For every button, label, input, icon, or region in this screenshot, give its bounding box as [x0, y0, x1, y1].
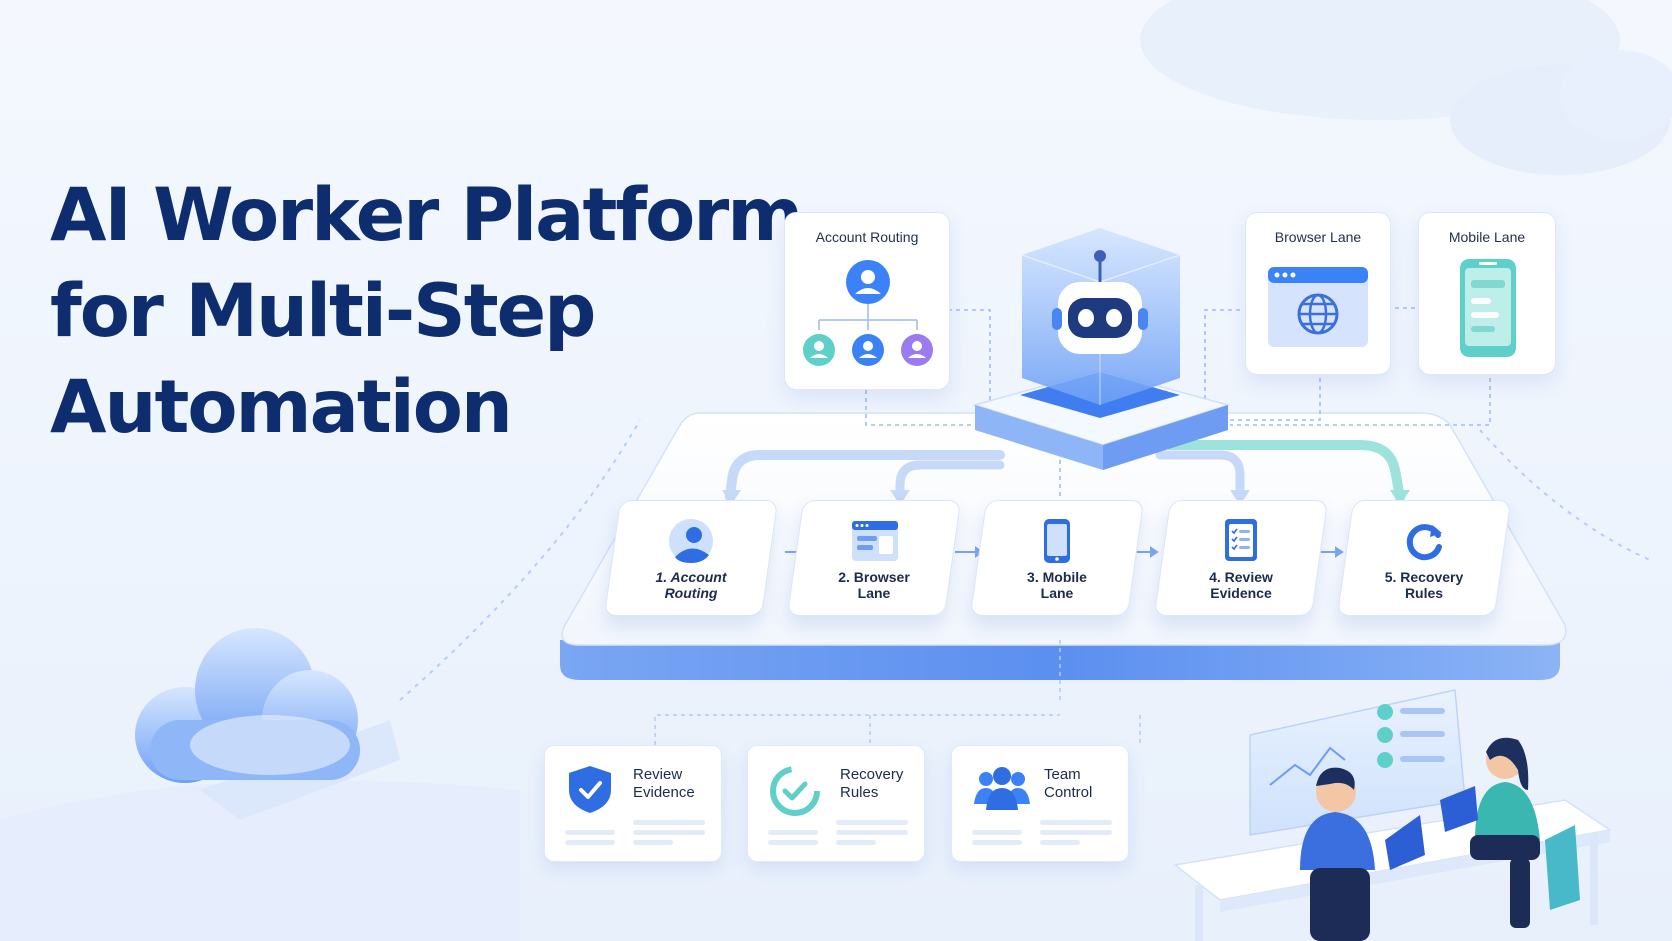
feature-label-review-evidence: Review Evidence [633, 766, 695, 801]
account-routing-card-title: Account Routing [815, 229, 919, 245]
org-chart-icon [803, 260, 933, 366]
step-card-mobile-lane: 3. Mobile Lane [969, 500, 1145, 616]
cloud-illustration [135, 628, 400, 820]
hero-title-line-1: AI Worker Platform [50, 173, 803, 258]
feature-label-team-control: Team Control [1044, 766, 1093, 801]
feature-card-review-evidence: Review Evidence [544, 745, 722, 862]
step-label-review-evidence: 4. Review Evidence [1209, 569, 1273, 601]
placeholder-lines [565, 820, 705, 845]
placeholder-lines [972, 820, 1112, 845]
shield-check-icon [569, 766, 611, 813]
step-label-account-routing: 1. Account Routing [655, 569, 727, 601]
team-icon [974, 767, 1030, 810]
browser-window-icon [852, 521, 898, 561]
feature-card-recovery-rules: Recovery Rules [747, 745, 925, 862]
account-routing-card: Account Routing [784, 212, 950, 390]
feature-card-team-control: Team Control [951, 745, 1129, 862]
checklist-icon [1225, 519, 1257, 561]
browser-globe-icon [1268, 267, 1368, 347]
step-card-account-routing: 1. Account Routing [603, 500, 779, 616]
robot-hub [972, 228, 1231, 470]
step-card-review-evidence: 4. Review Evidence [1153, 500, 1329, 616]
step-label-mobile-lane: 3. Mobile Lane [1027, 569, 1087, 601]
step-card-recovery-rules: 5. Recovery Rules [1336, 500, 1512, 616]
mobile-phone-icon [1460, 259, 1516, 357]
user-icon [669, 519, 713, 563]
browser-lane-card: Browser Lane [1245, 212, 1391, 375]
feature-label-recovery-rules: Recovery Rules [840, 766, 904, 801]
tablet-icon [1044, 519, 1070, 563]
mobile-lane-card-title: Mobile Lane [1448, 229, 1526, 245]
hero-title-line-3: Automation [50, 365, 513, 450]
refresh-icon [1406, 524, 1442, 561]
recovery-check-icon [770, 766, 820, 816]
placeholder-lines [768, 820, 908, 845]
team-illustration [1173, 689, 1612, 941]
step-label-recovery-rules: 5. Recovery Rules [1384, 569, 1464, 601]
hero-title: AI Worker Platform for Multi-Step Automa… [50, 168, 803, 456]
mobile-lane-card: Mobile Lane [1418, 212, 1556, 375]
browser-lane-card-title: Browser Lane [1274, 229, 1362, 245]
step-card-browser-lane: 2. Browser Lane [786, 500, 962, 616]
step-label-browser-lane: 2. Browser Lane [838, 569, 910, 601]
hero-title-line-2: for Multi-Step [50, 269, 596, 354]
